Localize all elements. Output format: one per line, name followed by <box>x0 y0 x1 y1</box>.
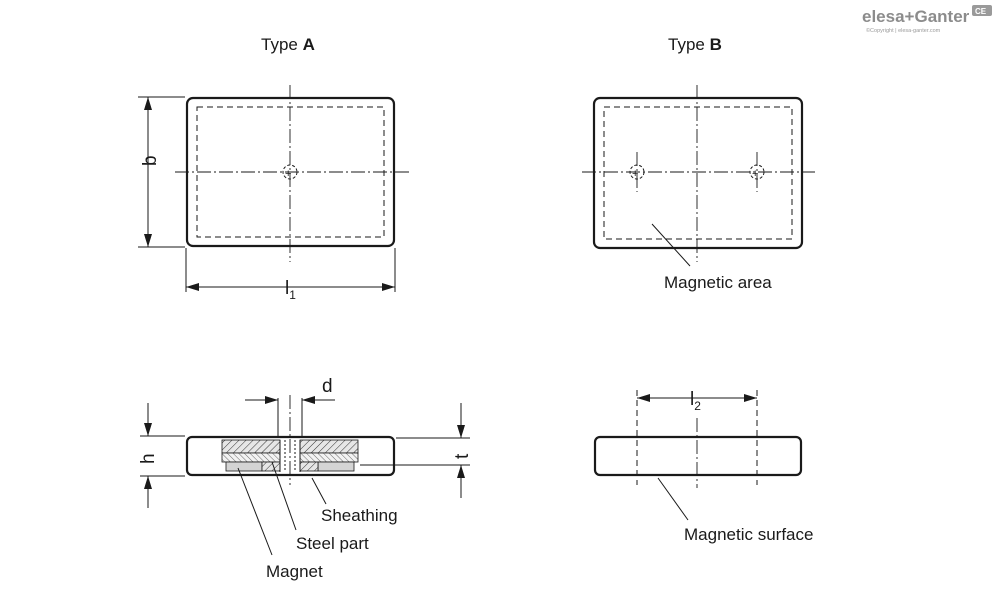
sheathing-left-bottom <box>261 461 281 472</box>
magnet-leader <box>237 467 273 556</box>
h-arrow-bottom <box>144 476 152 489</box>
t-arrow-bottom <box>457 465 465 478</box>
sheathing-right-bottom <box>299 461 319 472</box>
d-arrow-right <box>302 396 315 404</box>
type-a-top-view: + b l1 <box>138 85 410 302</box>
type-b-hole-right-mark: + <box>752 168 758 180</box>
l2-arrow-right <box>744 394 757 402</box>
magnetic-area-label: Magnetic area <box>664 273 772 292</box>
type-b-top-view: + + Magnetic area <box>582 85 815 292</box>
h-arrow-top <box>144 423 152 436</box>
steel-part-leader <box>271 461 297 531</box>
type-a-letter: A <box>303 35 315 54</box>
elesa-ganter-logo: elesa+Ganter ©Copyright | elesa-ganter.c… <box>862 5 992 34</box>
l1-arrow-left <box>186 283 199 291</box>
type-b-title: Type B <box>668 35 722 54</box>
dim-t-label: t <box>452 453 473 459</box>
type-a-hole-mark: + <box>285 168 291 180</box>
type-a-title: Type A <box>261 35 315 54</box>
magnetic-area-leader <box>651 223 691 267</box>
type-b-hole-right <box>749 164 765 180</box>
type-b-magnetic-area-dash <box>603 106 793 240</box>
type-b-prefix: Type <box>668 35 710 54</box>
logo-text: elesa+Ganter <box>862 7 970 26</box>
sheathing-label: Sheathing <box>321 506 398 525</box>
type-b-outline <box>592 96 804 250</box>
ce-badge <box>972 5 992 16</box>
magnetic-surface-label: Magnetic surface <box>684 525 813 544</box>
dim-h-label: h <box>138 453 159 464</box>
type-b-letter: B <box>710 35 722 54</box>
l1-arrow-right <box>382 283 395 291</box>
copyright-text: ©Copyright | elesa-ganter.com <box>866 27 941 34</box>
dim-d-label: d <box>322 376 333 397</box>
l2-arrow-left <box>637 394 650 402</box>
dim-b-label: b <box>140 155 161 166</box>
b-arrow-top <box>144 97 152 110</box>
sheathing-leader <box>311 477 327 505</box>
l2-main: l <box>690 389 694 410</box>
magnet-label: Magnet <box>266 562 323 581</box>
dim-l1-label: l1 <box>285 278 296 302</box>
type-a-hole <box>282 164 298 180</box>
magnet-left <box>225 461 263 472</box>
l1-sub: 1 <box>289 288 296 302</box>
steel-part-right <box>299 452 359 463</box>
side-outline <box>593 435 803 477</box>
magnetic-surface-leader <box>657 477 689 521</box>
ce-badge-text: CE <box>975 7 987 16</box>
l1-main: l <box>285 278 289 299</box>
type-b-side-view: l2 Magnetic surface <box>593 389 813 544</box>
steel-part-left <box>221 452 281 463</box>
d-arrow-left <box>265 396 278 404</box>
magnet-right <box>317 461 355 472</box>
sheathing-left-top <box>221 439 281 454</box>
type-b-hole-left <box>629 164 645 180</box>
b-arrow-bottom <box>144 234 152 247</box>
l2-sub: 2 <box>694 399 701 413</box>
dim-l2-label: l2 <box>690 389 701 413</box>
type-a-prefix: Type <box>261 35 303 54</box>
type-a-section-view: d h t Sheathing Steel part Magnet <box>138 376 473 581</box>
t-arrow-top <box>457 425 465 438</box>
steel-part-label: Steel part <box>296 534 369 553</box>
sheathing-right-top <box>299 439 359 454</box>
type-b-hole-left-mark: + <box>632 168 638 180</box>
section-outline <box>185 435 396 477</box>
